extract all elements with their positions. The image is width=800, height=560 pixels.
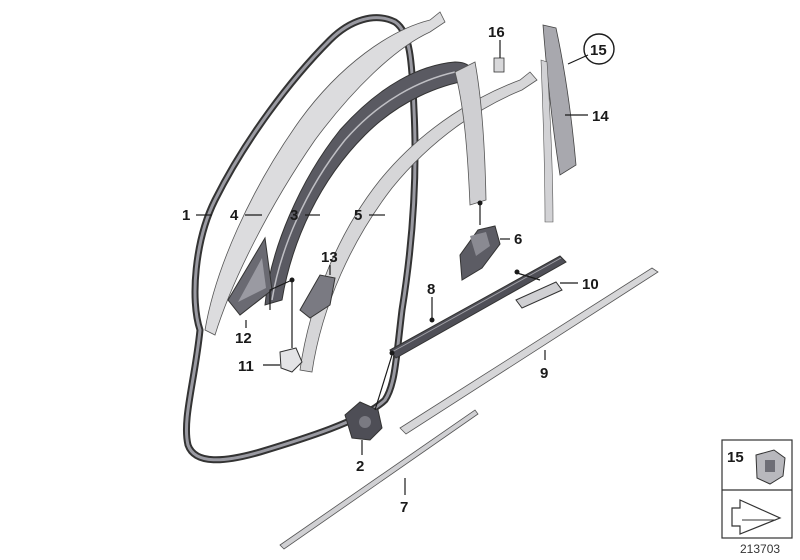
strip-part-4 <box>204 11 446 336</box>
callout-1: 1 <box>182 207 190 224</box>
callout-16: 16 <box>488 24 505 41</box>
callout-12: 12 <box>235 330 252 347</box>
sill-seal-part-8 <box>389 255 567 359</box>
callout-5: 5 <box>354 207 362 224</box>
arrow-icon <box>731 499 782 535</box>
document-number: 213703 <box>740 542 780 556</box>
callout-13: 13 <box>321 249 338 266</box>
leader-lines <box>196 40 589 495</box>
seal-part-3 <box>264 61 473 306</box>
callout-14: 14 <box>592 108 609 125</box>
strip-part-9 <box>399 267 659 435</box>
door-seal-part-1 <box>182 14 419 464</box>
trim-piece-part-13 <box>299 274 336 319</box>
clip-part-10 <box>515 281 563 309</box>
callout-2: 2 <box>356 458 364 475</box>
callout-3: 3 <box>290 207 298 224</box>
callout-4: 4 <box>230 207 239 224</box>
inset-part-15: 15 <box>721 439 793 539</box>
clip-part-16 <box>493 57 505 73</box>
callout-8: 8 <box>427 281 435 298</box>
triangle-trim-part-12 <box>227 236 273 316</box>
callout-11: 11 <box>238 358 254 375</box>
pillar-trim <box>454 61 487 206</box>
strip-part-7 <box>279 409 479 550</box>
callout-9: 9 <box>540 365 548 382</box>
inset-label: 15 <box>727 449 744 466</box>
callout-6: 6 <box>514 231 522 248</box>
clip-part-11 <box>279 347 303 373</box>
callout-10: 10 <box>582 276 599 293</box>
strip-part-5 <box>299 71 538 373</box>
callout-15: 15 <box>590 42 607 59</box>
callout-7: 7 <box>400 499 408 516</box>
callout-15-circle <box>583 33 615 65</box>
